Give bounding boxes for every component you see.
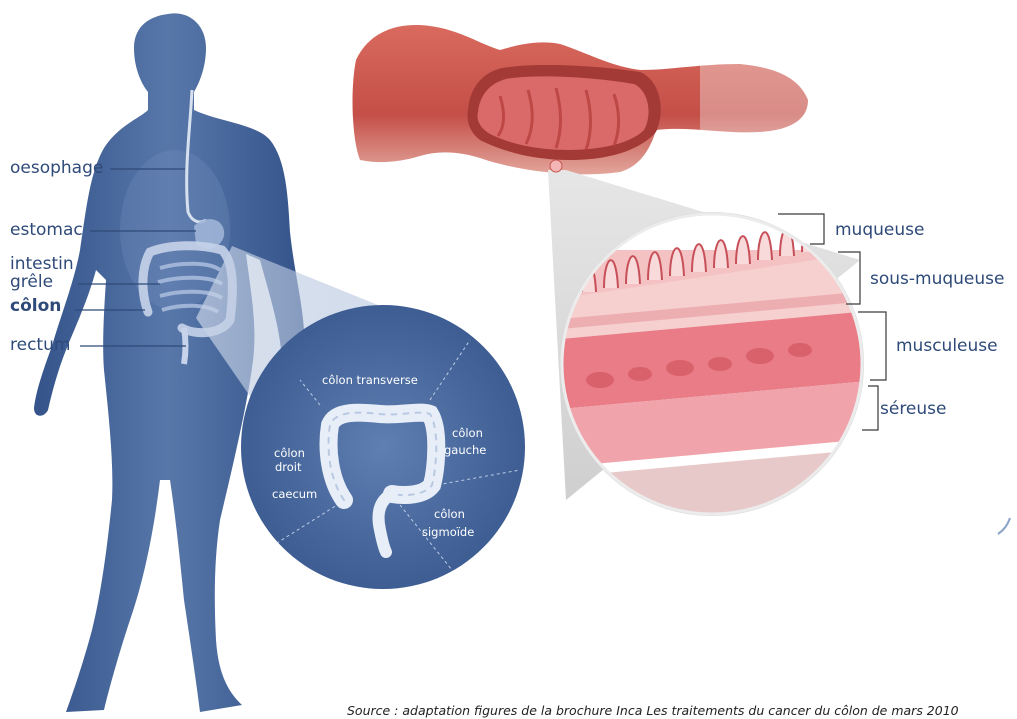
label-sereuse: séreuse xyxy=(880,400,946,418)
label-sous-muqueuse: sous-muqueuse xyxy=(870,270,1004,288)
label-muqueuse: muqueuse xyxy=(835,221,924,239)
label-colon-droit-line2: droit xyxy=(275,461,302,474)
colon-cross-section xyxy=(353,25,820,174)
label-colon-transverse: côlon transverse xyxy=(322,374,418,387)
label-colon-gauche-line2: gauche xyxy=(444,444,486,457)
label-colon-sigmoide-line1: côlon xyxy=(434,508,465,521)
label-intestin-line1: intestin xyxy=(10,255,74,273)
label-colon-sigmoide-line2: sigmoïde xyxy=(422,526,474,539)
zoom-spot xyxy=(550,160,562,172)
label-colon: côlon xyxy=(10,297,61,315)
label-colon-gauche-line1: côlon xyxy=(452,427,483,440)
label-colon-droit-line1: côlon xyxy=(274,447,305,460)
source-caption: Source : adaptation figures de la brochu… xyxy=(347,703,959,718)
label-intestin-line2: grêle xyxy=(10,273,53,291)
label-estomac: estomac xyxy=(10,221,83,239)
label-rectum: rectum xyxy=(10,336,70,354)
label-caecum: caecum xyxy=(272,488,317,501)
label-oesophage: oesophage xyxy=(10,159,103,177)
label-musculeuse: musculeuse xyxy=(896,337,998,355)
